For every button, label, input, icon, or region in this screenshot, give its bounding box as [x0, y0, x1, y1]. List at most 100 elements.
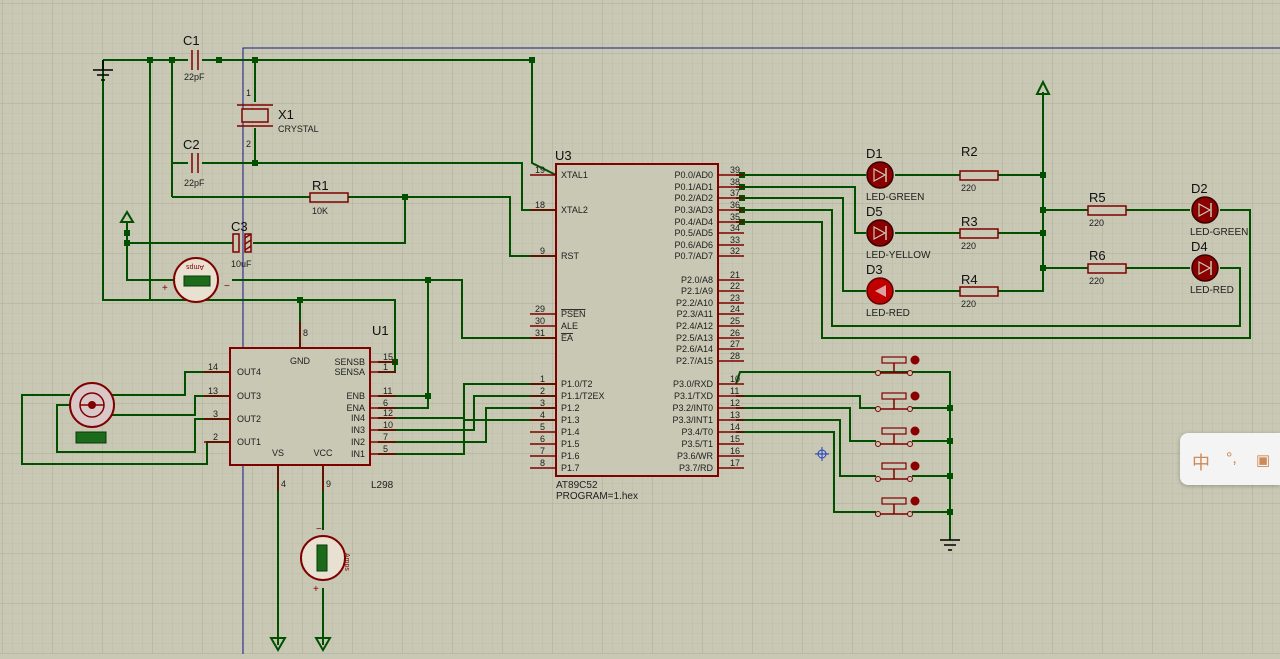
d1-ref: D1	[866, 146, 883, 161]
u3-part: AT89C52	[556, 480, 598, 491]
r2-value: 220	[961, 183, 976, 193]
x1-ref: X1	[278, 107, 294, 122]
u3-pin-name: P3.7/RD	[679, 463, 714, 473]
u3-pin-name: P2.4/A12	[676, 321, 713, 331]
u3-pin-name: P1.1/T2EX	[561, 391, 605, 401]
resistor-r1[interactable]: R1 10K	[309, 178, 349, 216]
c3-value: 10uF	[231, 259, 252, 269]
u3-pin-number: 12	[730, 398, 740, 408]
r4-value: 220	[961, 299, 976, 309]
resistor-r5[interactable]: R5 220	[1087, 190, 1127, 228]
u3-pin-name: P0.0/AD0	[674, 170, 713, 180]
u3-pin-name: PSEN	[561, 309, 586, 319]
push-buttons[interactable]	[875, 355, 920, 517]
u1-pin-name: GND	[290, 356, 311, 366]
u3-pin-number: 29	[535, 304, 545, 314]
x1-pin1: 1	[246, 88, 251, 98]
u1-pin-number: 15	[383, 352, 393, 362]
resistor-r2[interactable]: R2 220	[959, 144, 999, 193]
power-arrow-rst[interactable]	[119, 210, 135, 223]
u3-pin-name: P3.2/INT0	[672, 403, 713, 413]
u1-pin-name: IN1	[351, 449, 365, 459]
ammeter-bottom[interactable]: Amps − +	[300, 524, 350, 595]
resistor-r6[interactable]: R6 220	[1087, 248, 1127, 286]
ground-symbol-left[interactable]	[93, 60, 113, 81]
ime-mode-button[interactable]: 中	[1192, 453, 1210, 473]
u1-pin-number: 14	[208, 362, 218, 372]
ammeter-top-plus: +	[162, 283, 168, 294]
u1-pin-number: 6	[383, 398, 388, 408]
u3-pin-name: P3.4/T0	[681, 427, 713, 437]
u3-pin-number: 10	[730, 374, 740, 384]
u3-pin-number: 24	[730, 304, 740, 314]
capacitor-c3[interactable]: C3 10uF	[231, 219, 252, 269]
u3-pin-name: ALE	[561, 321, 578, 331]
ammeter-top[interactable]: Amps + −	[162, 257, 230, 303]
power-arrow-vcc[interactable]	[314, 637, 332, 652]
u3-pin-name: P1.4	[561, 427, 580, 437]
ammeter-bottom-label: Amps	[343, 553, 350, 571]
u3-pin-number: 4	[540, 410, 545, 420]
resistor-r4[interactable]: R4 220	[959, 272, 999, 309]
led-d1[interactable]: D1 LED-GREEN	[866, 146, 924, 203]
u3-pin-number: 34	[730, 223, 740, 233]
led-d5[interactable]: D5 LED-YELLOW	[866, 204, 931, 261]
ground-symbol-switches[interactable]	[940, 539, 960, 551]
capacitor-c1[interactable]: C1 22pF	[183, 33, 205, 82]
d4-value: LED-RED	[1190, 285, 1234, 296]
power-arrow-vs[interactable]	[269, 637, 287, 652]
u3-pin-number: 25	[730, 316, 740, 326]
u3-pin-name: P0.5/AD5	[674, 228, 713, 238]
d3-ref: D3	[866, 262, 883, 277]
push-button[interactable]	[875, 461, 920, 482]
capacitor-c2[interactable]: C2 22pF	[183, 137, 205, 188]
u1-ref: U1	[372, 323, 389, 338]
u3-pin-number: 15	[730, 434, 740, 444]
u3-pin-name: P2.1/A9	[681, 286, 713, 296]
ime-toolbar[interactable]: 中 °, ▣	[1180, 433, 1280, 485]
d1-value: LED-GREEN	[866, 192, 924, 203]
ime-punct-button[interactable]: °,	[1226, 450, 1237, 467]
u3-pin-number: 35	[730, 212, 740, 222]
u3-pin-number: 28	[730, 351, 740, 361]
u3-pin-name: P3.1/TXD	[674, 391, 714, 401]
push-button[interactable]	[875, 426, 920, 447]
d4-ref: D4	[1191, 239, 1208, 254]
dc-motor[interactable]	[69, 382, 115, 444]
wire-net[interactable]	[21, 59, 1251, 645]
u3-pin-number: 18	[535, 200, 545, 210]
u3-pin-number: 36	[730, 200, 740, 210]
crystal-x1[interactable]: 1 2 X1 CRYSTAL	[237, 88, 319, 149]
u1-pin-number: 1	[383, 362, 388, 372]
u3-pin-name: P1.0/T2	[561, 379, 593, 389]
led-d2[interactable]: D2 LED-GREEN	[1190, 181, 1248, 238]
d2-ref: D2	[1191, 181, 1208, 196]
power-arrow-led[interactable]	[1035, 79, 1051, 95]
u1-pin-name: VS	[272, 448, 284, 458]
resistor-r3[interactable]: R3 220	[959, 214, 999, 251]
u3-pin-name: P1.2	[561, 403, 580, 413]
u3-pin-number: 8	[540, 458, 545, 468]
u3-pin-name: P0.3/AD3	[674, 205, 713, 215]
led-d3[interactable]: D3 LED-RED	[866, 262, 910, 319]
push-button[interactable]	[875, 496, 920, 517]
shirt-icon[interactable]: ▣	[1256, 452, 1271, 469]
push-button[interactable]	[875, 355, 920, 376]
u1-pin-number: 9	[326, 479, 331, 489]
u3-pin-name: P1.6	[561, 451, 580, 461]
u3-pin-number: 37	[730, 188, 740, 198]
u3-ref: U3	[555, 148, 572, 163]
c3-ref: C3	[231, 219, 248, 234]
u3-pin-number: 3	[540, 398, 545, 408]
c2-ref: C2	[183, 137, 200, 152]
u3-pin-name: P3.6/WR	[677, 451, 714, 461]
ammeter-bottom-plus: +	[313, 584, 319, 595]
led-d4[interactable]: D4 LED-RED	[1190, 239, 1234, 296]
u3-pin-name: XTAL2	[561, 205, 588, 215]
u3-pin-number: 14	[730, 422, 740, 432]
push-button[interactable]	[875, 391, 920, 412]
u3-pin-name: P1.3	[561, 415, 580, 425]
